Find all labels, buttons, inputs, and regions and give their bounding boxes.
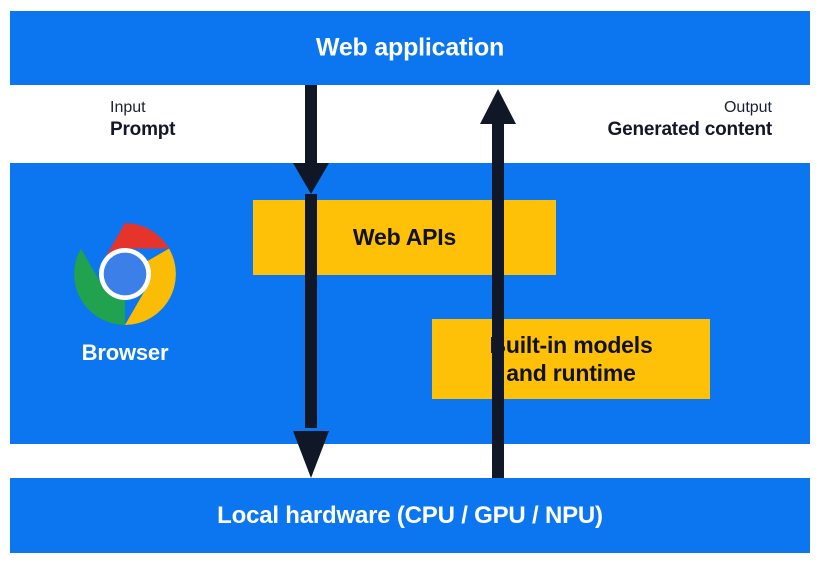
caption-output-value: Generated content xyxy=(607,119,773,141)
box-builtin-models-text: Built-in models and runtime xyxy=(489,331,652,387)
band-local-hardware: Local hardware (CPU / GPU / NPU) xyxy=(10,478,810,553)
band-web-application-label: Web application xyxy=(315,33,505,62)
box-web-apis: Web APIs xyxy=(253,200,556,275)
caption-output: Output Generated content xyxy=(607,98,773,143)
browser-figure: Browser xyxy=(55,222,195,366)
caption-input: Input Prompt xyxy=(110,98,176,143)
box-web-apis-label: Web APIs xyxy=(352,224,457,250)
box-builtin-models-line-2: and runtime xyxy=(506,360,636,386)
box-builtin-models-line-1: Built-in models xyxy=(489,331,653,358)
caption-output-kind: Output xyxy=(723,99,772,116)
band-browser-label: Browser xyxy=(81,340,169,365)
band-web-application: Web application xyxy=(10,11,810,85)
caption-input-value: Prompt xyxy=(110,119,176,141)
band-local-hardware-label: Local hardware (CPU / GPU / NPU) xyxy=(217,501,603,529)
caption-input-kind: Input xyxy=(110,99,146,116)
box-builtin-models: Built-in models and runtime xyxy=(432,319,710,399)
chrome-logo-icon xyxy=(74,223,176,325)
